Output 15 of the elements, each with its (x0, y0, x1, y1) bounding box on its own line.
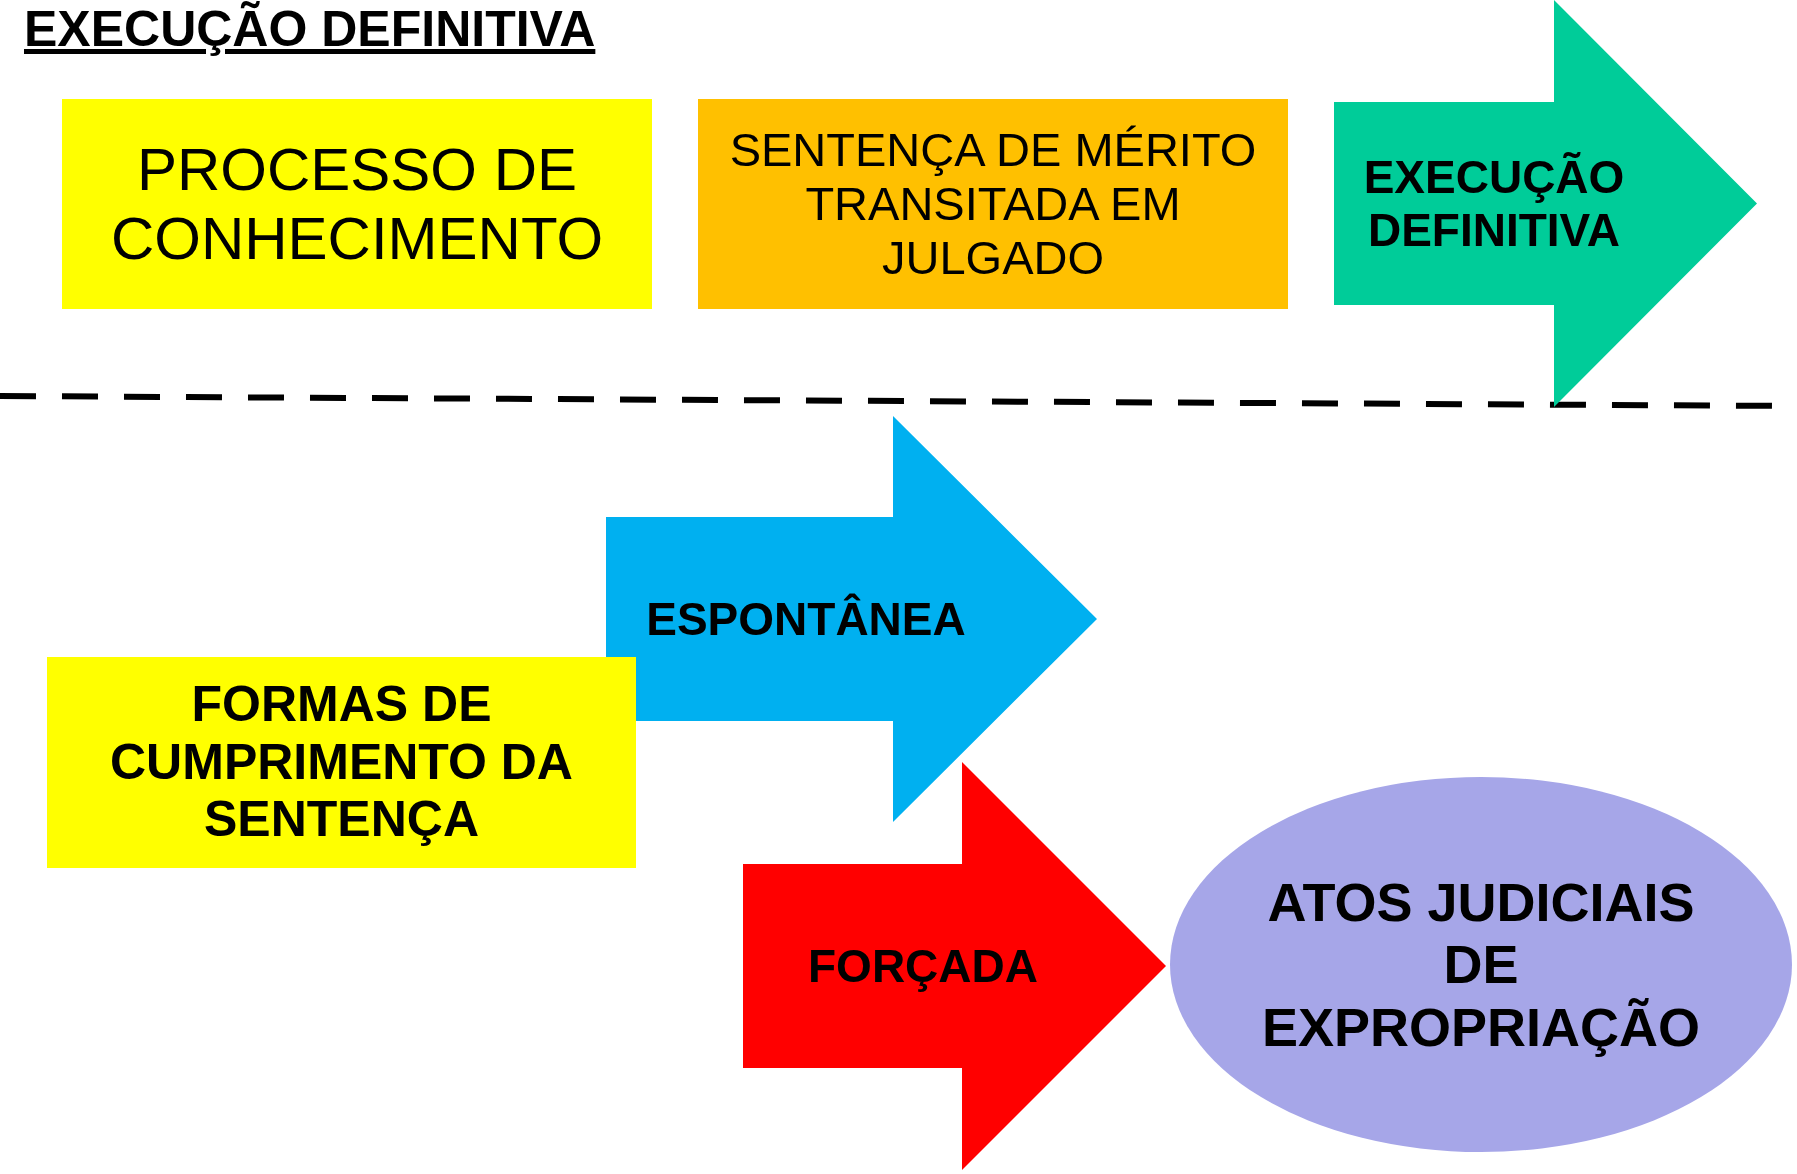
node-label: SENTENÇA DE MÉRITO TRANSITADA EM JULGADO (728, 121, 1258, 286)
node-label: ESPONTÂNEA (645, 591, 967, 647)
process-box (698, 99, 1288, 309)
node-label: FORMAS DE CUMPRIMENTO DA SENTENÇA (109, 675, 574, 850)
arrow-shape (1334, 0, 1757, 407)
arrow-shape (743, 762, 1166, 1170)
process-box (62, 99, 652, 309)
title: EXECUÇÃO DEFINITIVA (24, 0, 596, 58)
node-label: PROCESSO DE CONHECIMENTO (109, 135, 605, 274)
node-label: ATOS JUDICIAIS DE EXPROPRIAÇÃO (1260, 871, 1702, 1059)
arrow-shape (606, 416, 1097, 822)
node-label: FORÇADA (807, 938, 1039, 994)
ellipse-shape (1170, 777, 1792, 1152)
process-box (47, 657, 636, 868)
node-label: EXECUÇÃO DEFINITIVA (1362, 149, 1626, 258)
